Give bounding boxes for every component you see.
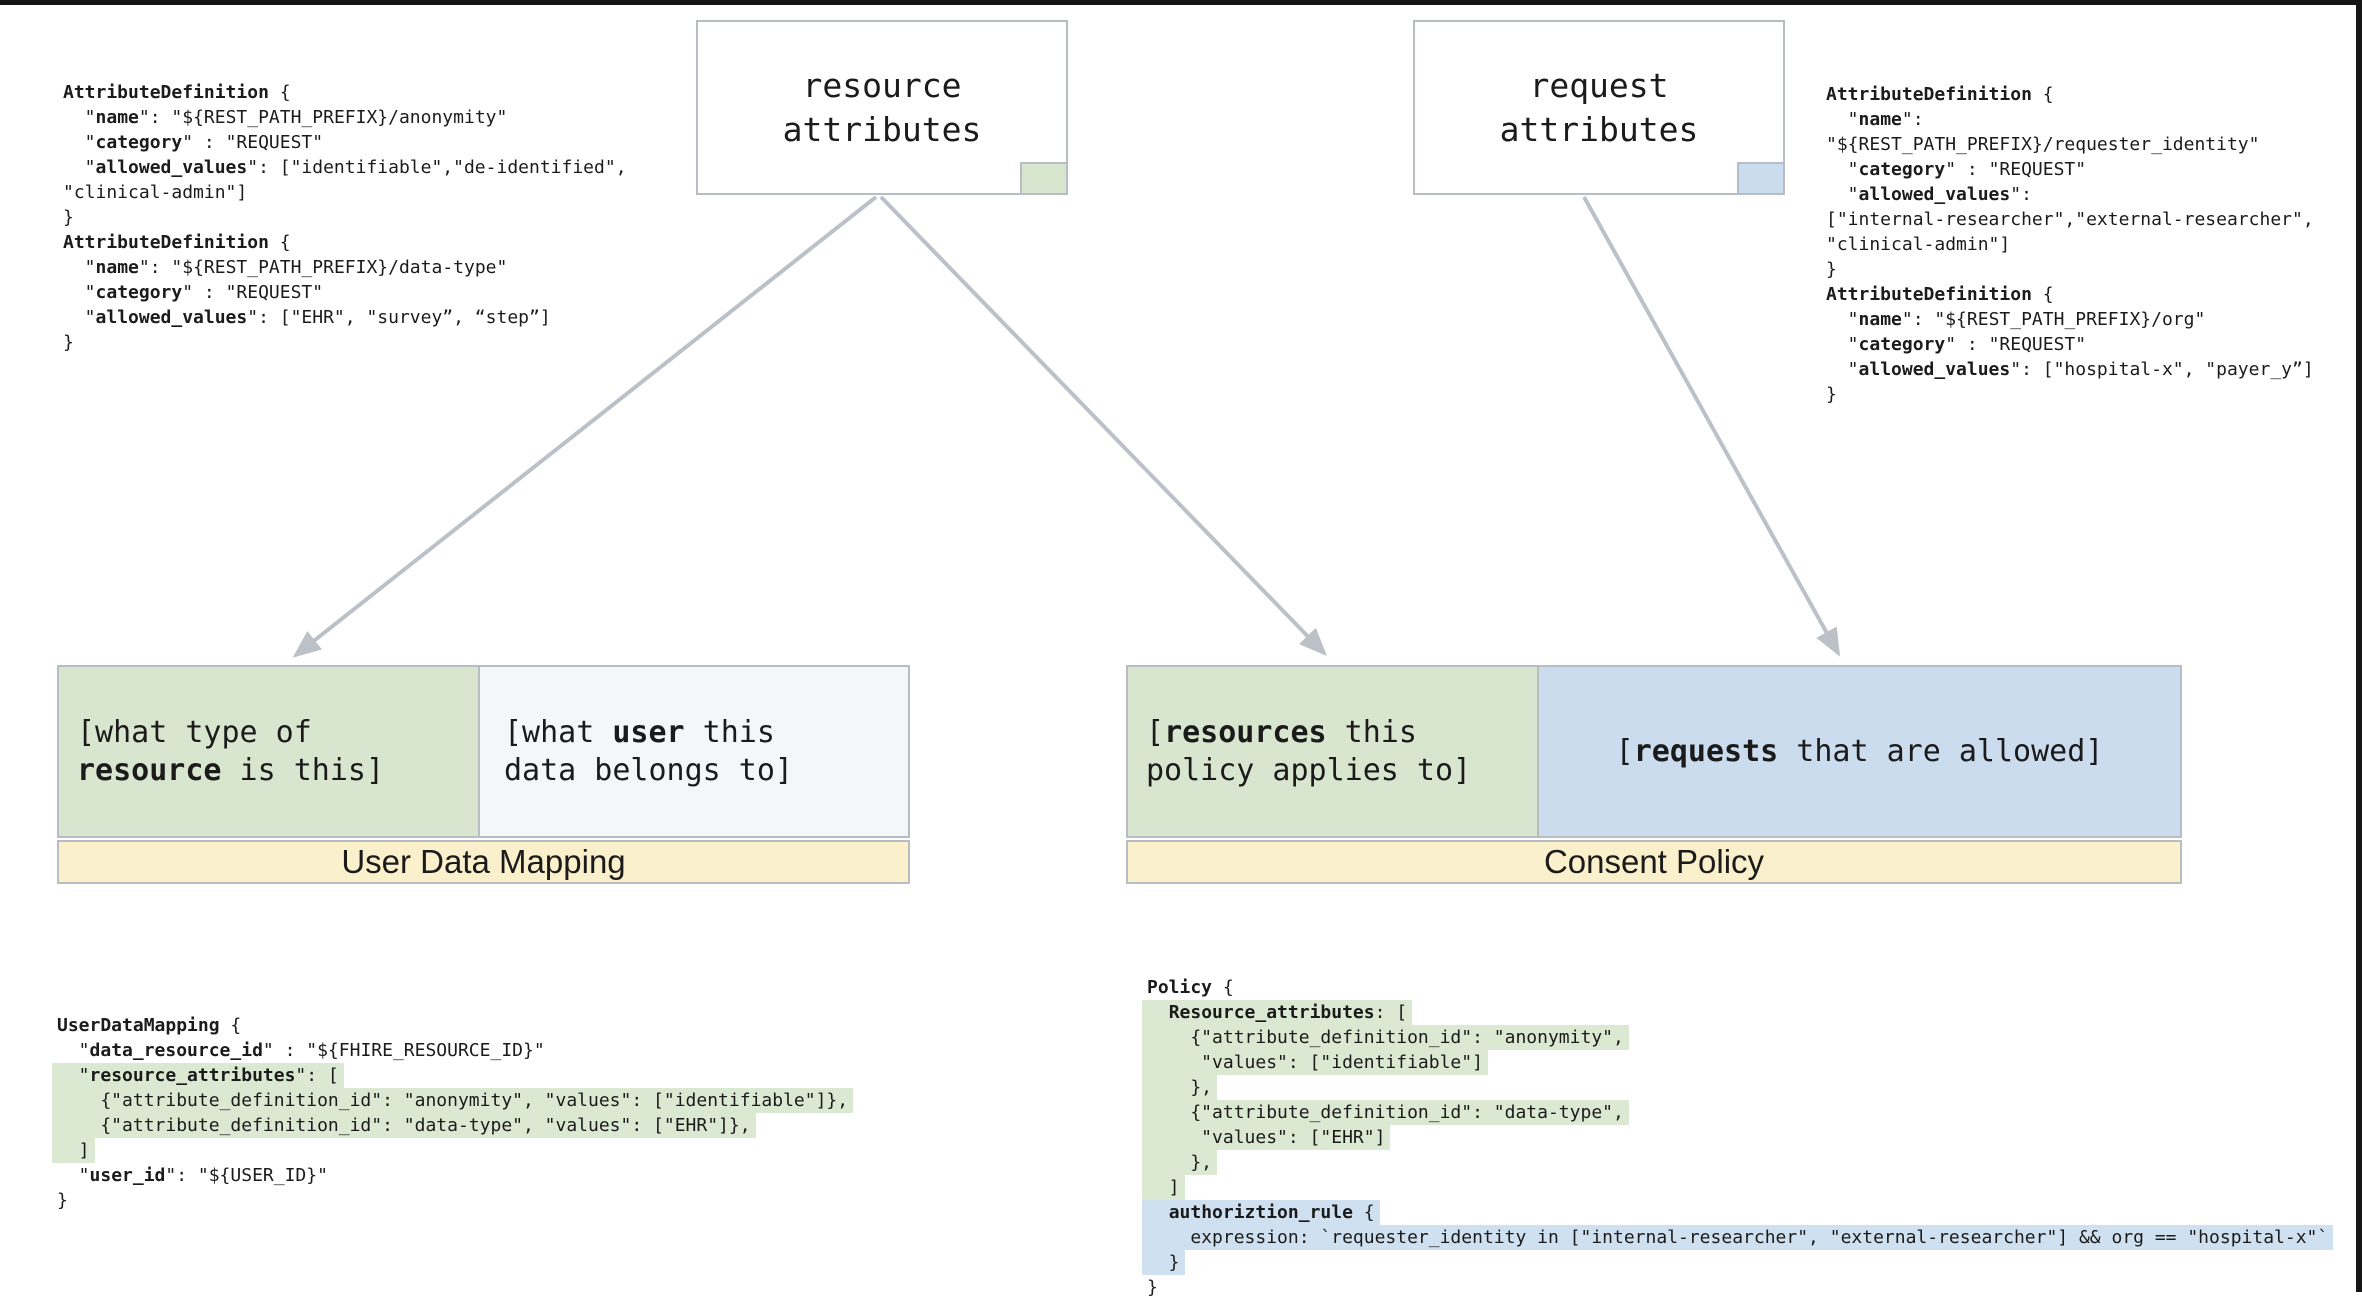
resource-attribute-definitions-code: AttributeDefinition { "name": "${REST_PA… (63, 82, 627, 353)
udm-banner: User Data Mapping (57, 840, 910, 884)
user-data-mapping-code: UserDataMapping { "data_resource_id" : "… (52, 1013, 854, 1213)
consent-policy-code: Policy { Resource_attributes: [ {"attrib… (1142, 975, 2334, 1300)
request-attribute-definitions-code: AttributeDefinition { "name":"${REST_PAT… (1826, 84, 2314, 405)
request-color-chip (1737, 162, 1785, 195)
arrow-resource-to-consent (879, 195, 1327, 657)
consent-requests-section: [requests that are allowed] (1537, 667, 2180, 836)
consent-requests-text: [requests that are allowed] (1615, 733, 2104, 769)
resource-color-chip (1020, 162, 1068, 195)
window-right-edge (2356, 0, 2362, 1292)
arrow-request-to-consent (1582, 196, 1841, 657)
consent-banner: Consent Policy (1126, 840, 2182, 884)
window-top-edge (0, 0, 2362, 5)
